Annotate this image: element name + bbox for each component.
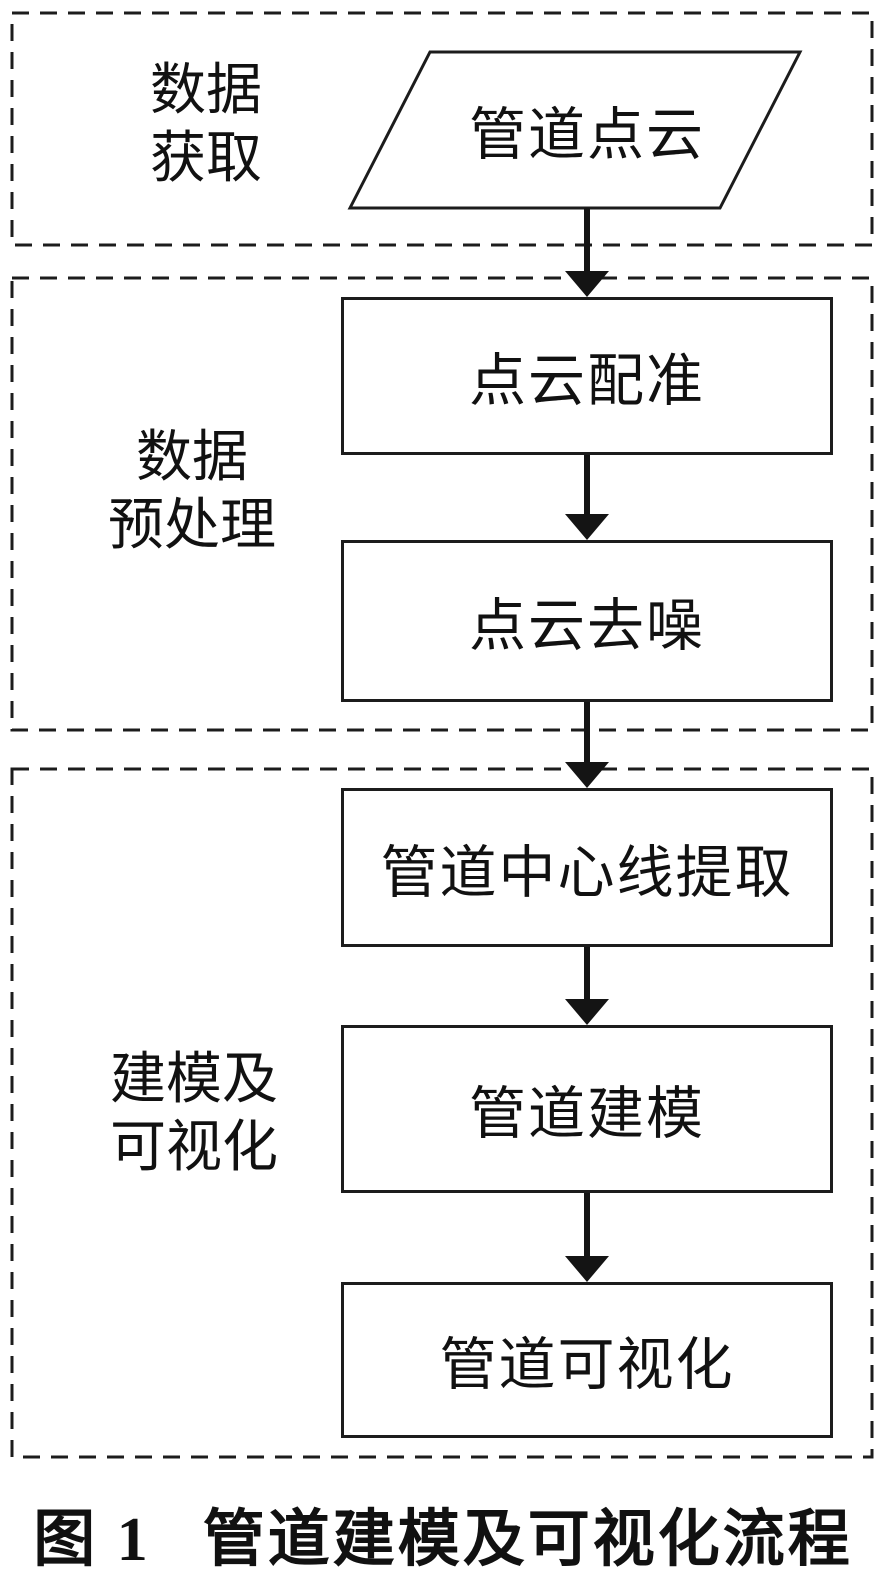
- section-label-line: 可视化: [110, 1117, 278, 1179]
- arrow-denoise-to-centerline: [565, 702, 609, 788]
- section-box-data-preprocessing: [10, 276, 874, 732]
- section-label-line: 预处理: [108, 495, 276, 557]
- section-label-line: 获取: [150, 128, 262, 190]
- section-label-line: 数据: [136, 427, 248, 489]
- figure-caption-number: 图 1: [33, 1506, 151, 1574]
- node-pipeline-visualization: 管道可视化: [341, 1282, 833, 1438]
- node-label: 管道可视化: [439, 1334, 735, 1397]
- section-label-line: 数据: [150, 60, 262, 122]
- figure-caption: 图 1 管道建模及可视化流程: [0, 1488, 886, 1578]
- node-label: 点云配准: [469, 350, 705, 413]
- node-label: 管道建模: [469, 1083, 705, 1146]
- node-pipeline-centerline-extraction: 管道中心线提取: [341, 788, 833, 947]
- node-point-cloud-registration: 点云配准: [341, 297, 833, 455]
- node-label: 点云去噪: [469, 595, 705, 658]
- section-label-line: 建模及: [110, 1049, 278, 1111]
- node-label: 管道点云: [469, 104, 705, 167]
- parallelogram-source-shape: [347, 50, 803, 210]
- arrow-registration-to-denoise: [565, 455, 609, 540]
- section-box-data-acquisition: [10, 11, 874, 247]
- node-pipeline-modeling: 管道建模: [341, 1025, 833, 1193]
- section-label-data-acquisition: 数据 获取: [96, 57, 316, 193]
- figure-caption-title: 管道建模及可视化流程: [202, 1506, 853, 1574]
- section-label-data-preprocessing: 数据 预处理: [82, 424, 302, 560]
- arrow-source-to-registration: [565, 208, 609, 297]
- section-box-modeling-visualization: [10, 767, 874, 1459]
- node-point-cloud-denoising: 点云去噪: [341, 540, 833, 702]
- section-label-modeling-visualization: 建模及 可视化: [84, 1046, 304, 1182]
- arrow-modeling-to-visualization: [565, 1193, 609, 1282]
- node-label: 管道中心线提取: [380, 841, 794, 905]
- arrow-centerline-to-modeling: [565, 947, 609, 1025]
- node-source-pipeline-point-cloud: 管道点云: [437, 52, 737, 208]
